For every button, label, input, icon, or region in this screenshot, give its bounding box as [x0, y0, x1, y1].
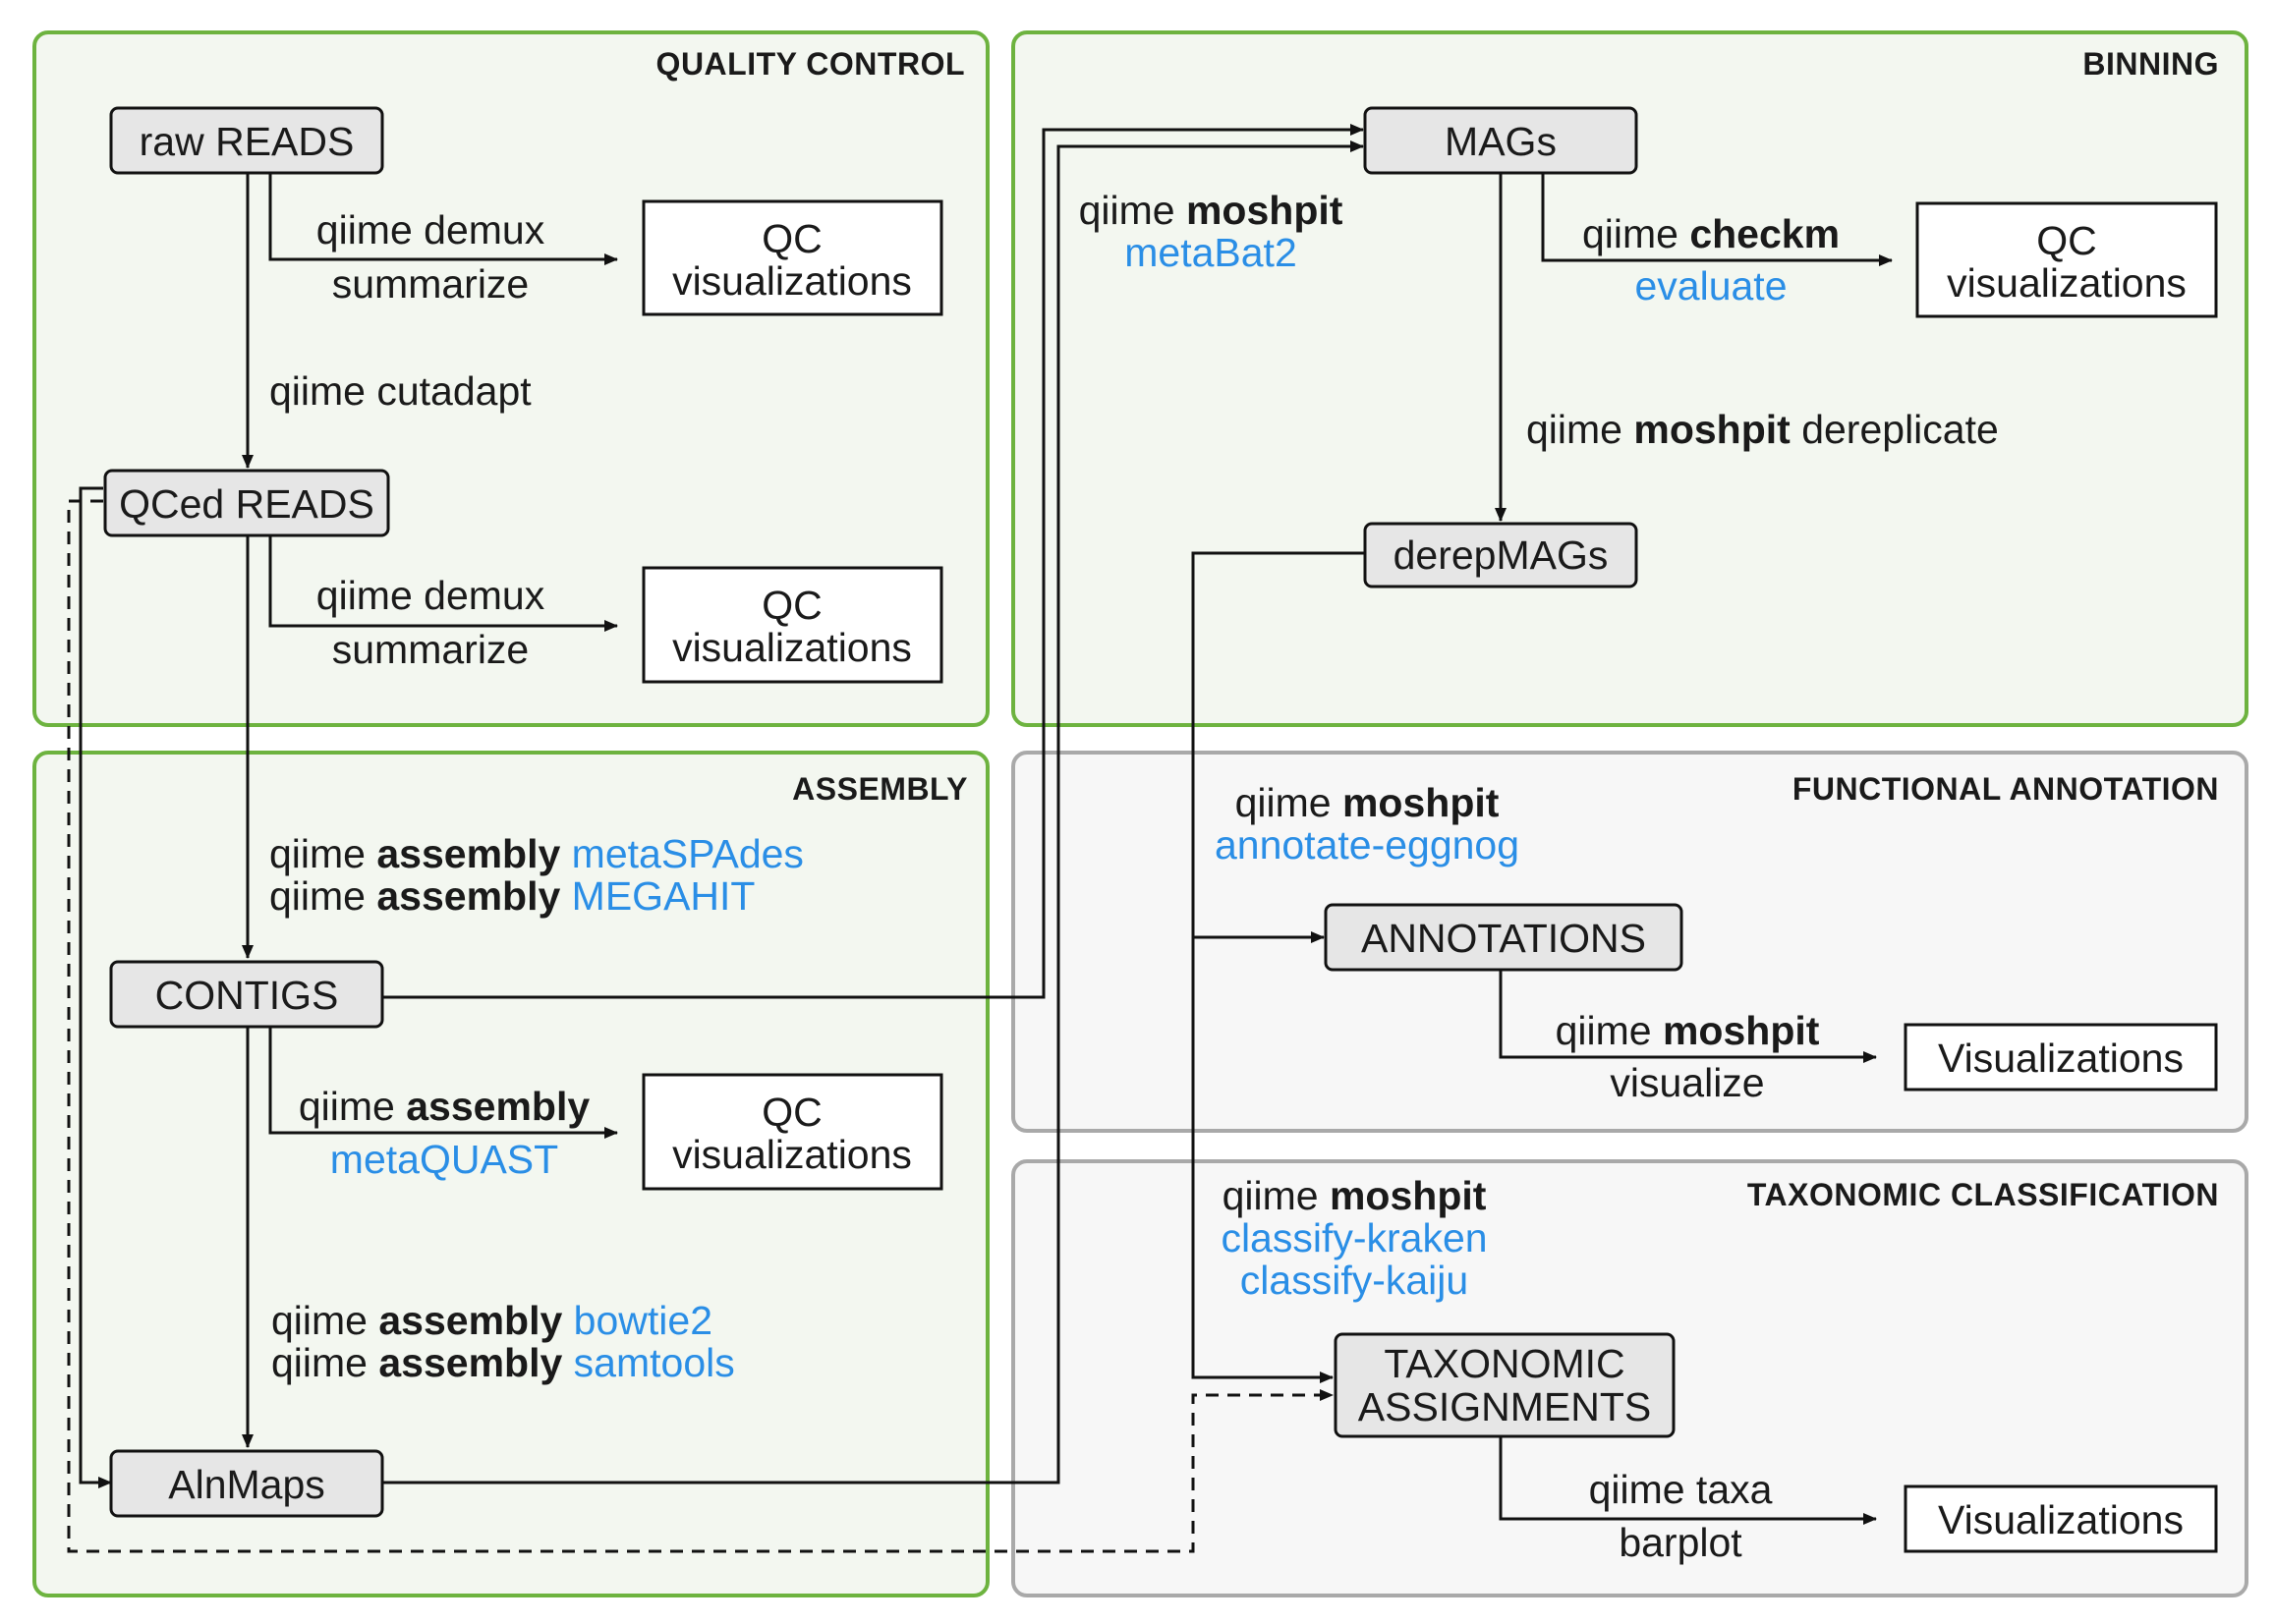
qcvis2-line1: QC [762, 583, 823, 628]
edge-contigs-to-mags [383, 124, 1364, 999]
edge-qced-to-qcvis2 [268, 535, 618, 632]
node-annotations[interactable]: ANNOTATIONS [1324, 903, 1683, 972]
label-checkm: qiime checkm [1582, 211, 1840, 256]
qcvis4-line1: QC [2036, 218, 2097, 263]
label-moshpit-visualize: qiime moshpit [1556, 1008, 1820, 1053]
node-qc-visualizations-3[interactable]: QC visualizations [642, 1073, 943, 1191]
edge-alnmaps-to-mags [383, 140, 1364, 1484]
label-demux-2b: summarize [332, 627, 529, 672]
label-taxa-a: qiime taxa [1589, 1467, 1773, 1512]
section-title-qc: QUALITY CONTROL [656, 46, 965, 82]
edge-tax-to-vis [1499, 1436, 1877, 1525]
label-taxa-b: barplot [1619, 1520, 1742, 1565]
edge-annot-to-vis [1499, 970, 1877, 1063]
label-classify-kraken: classify-kraken [1221, 1215, 1487, 1260]
label-annotate-eggnog: annotate-eggnog [1215, 822, 1519, 868]
label-assembly-quast: qiime assembly [299, 1084, 590, 1129]
node-contigs-label: CONTIGS [155, 973, 339, 1018]
node-tax-label-line1: TAXONOMIC [1384, 1341, 1624, 1386]
node-visualizations-annotations[interactable]: Visualizations [1904, 1023, 2218, 1092]
edge-mags-to-qcvis4 [1541, 173, 1893, 266]
label-metaquast: metaQUAST [330, 1137, 558, 1182]
label-metabat2: metaBat2 [1124, 230, 1297, 275]
label-demux-1b: summarize [332, 261, 529, 307]
label-assembly-megahit: qiime assembly MEGAHIT [269, 873, 755, 919]
edge-qced-to-alnmaps [79, 486, 112, 1488]
section-title-taxonomic: TAXONOMIC CLASSIFICATION [1747, 1177, 2219, 1212]
node-visualizations-taxonomy[interactable]: Visualizations [1904, 1484, 2218, 1553]
label-demux-1a: qiime demux [316, 207, 545, 252]
section-title-functional: FUNCTIONAL ANNOTATION [1792, 771, 2219, 807]
section-title-binning: BINNING [2082, 46, 2219, 82]
section-title-assembly: ASSEMBLY [792, 771, 968, 807]
label-assembly-bowtie2: qiime assembly bowtie2 [271, 1298, 712, 1343]
edge-contigs-to-qcvis3 [268, 1027, 618, 1139]
node-annotations-label: ANNOTATIONS [1361, 916, 1646, 961]
node-raw-reads[interactable]: raw READS [109, 106, 384, 175]
edge-raw-to-qcvis1 [268, 173, 618, 265]
label-moshpit-classify: qiime moshpit [1223, 1173, 1487, 1218]
node-raw-reads-label: raw READS [140, 119, 355, 164]
qcvis2-line2: visualizations [672, 625, 912, 670]
label-assembly-metaspades: qiime assembly metaSPAdes [269, 831, 804, 876]
label-cutadapt: qiime cutadapt [269, 368, 532, 414]
node-alnmaps[interactable]: AlnMaps [109, 1449, 384, 1518]
node-mags-label: MAGs [1445, 119, 1557, 164]
edge-derep-to-tax [1191, 551, 1364, 1383]
qcvis1-line2: visualizations [672, 258, 912, 304]
label-dereplicate: qiime moshpit dereplicate [1526, 407, 1999, 452]
connectors [67, 124, 1893, 1553]
vis-annot-label: Visualizations [1938, 1036, 2184, 1081]
node-derepmags-label: derepMAGs [1393, 532, 1609, 578]
label-evaluate: evaluate [1634, 263, 1787, 308]
qcvis3-line2: visualizations [672, 1132, 912, 1177]
edge-qced-to-tax-dashed [67, 499, 1334, 1553]
label-assembly-samtools: qiime assembly samtools [271, 1340, 735, 1385]
label-moshpit-binning: qiime moshpit [1079, 188, 1343, 233]
label-classify-kaiju: classify-kaiju [1240, 1258, 1468, 1303]
node-qced-reads[interactable]: QCed READS [103, 469, 390, 537]
node-contigs[interactable]: CONTIGS [109, 960, 384, 1029]
qcvis4-line2: visualizations [1947, 260, 2187, 306]
label-demux-2a: qiime demux [316, 573, 545, 618]
node-qced-reads-label: QCed READS [119, 481, 374, 527]
node-taxonomic-assignments[interactable]: TAXONOMIC ASSIGNMENTS [1334, 1332, 1676, 1438]
label-moshpit-eggnog: qiime moshpit [1235, 780, 1500, 825]
node-qc-visualizations-4[interactable]: QC visualizations [1915, 201, 2218, 318]
label-visualize: visualize [1610, 1060, 1764, 1105]
node-qc-visualizations-1[interactable]: QC visualizations [642, 199, 943, 316]
node-tax-label-line2: ASSIGNMENTS [1358, 1384, 1651, 1429]
node-derepmags[interactable]: derepMAGs [1363, 522, 1638, 588]
qcvis1-line1: QC [762, 216, 823, 261]
vis-tax-label: Visualizations [1938, 1497, 2184, 1542]
node-qc-visualizations-2[interactable]: QC visualizations [642, 566, 943, 684]
node-alnmaps-label: AlnMaps [168, 1462, 325, 1507]
qcvis3-line1: QC [762, 1090, 823, 1135]
node-mags[interactable]: MAGs [1363, 106, 1638, 175]
